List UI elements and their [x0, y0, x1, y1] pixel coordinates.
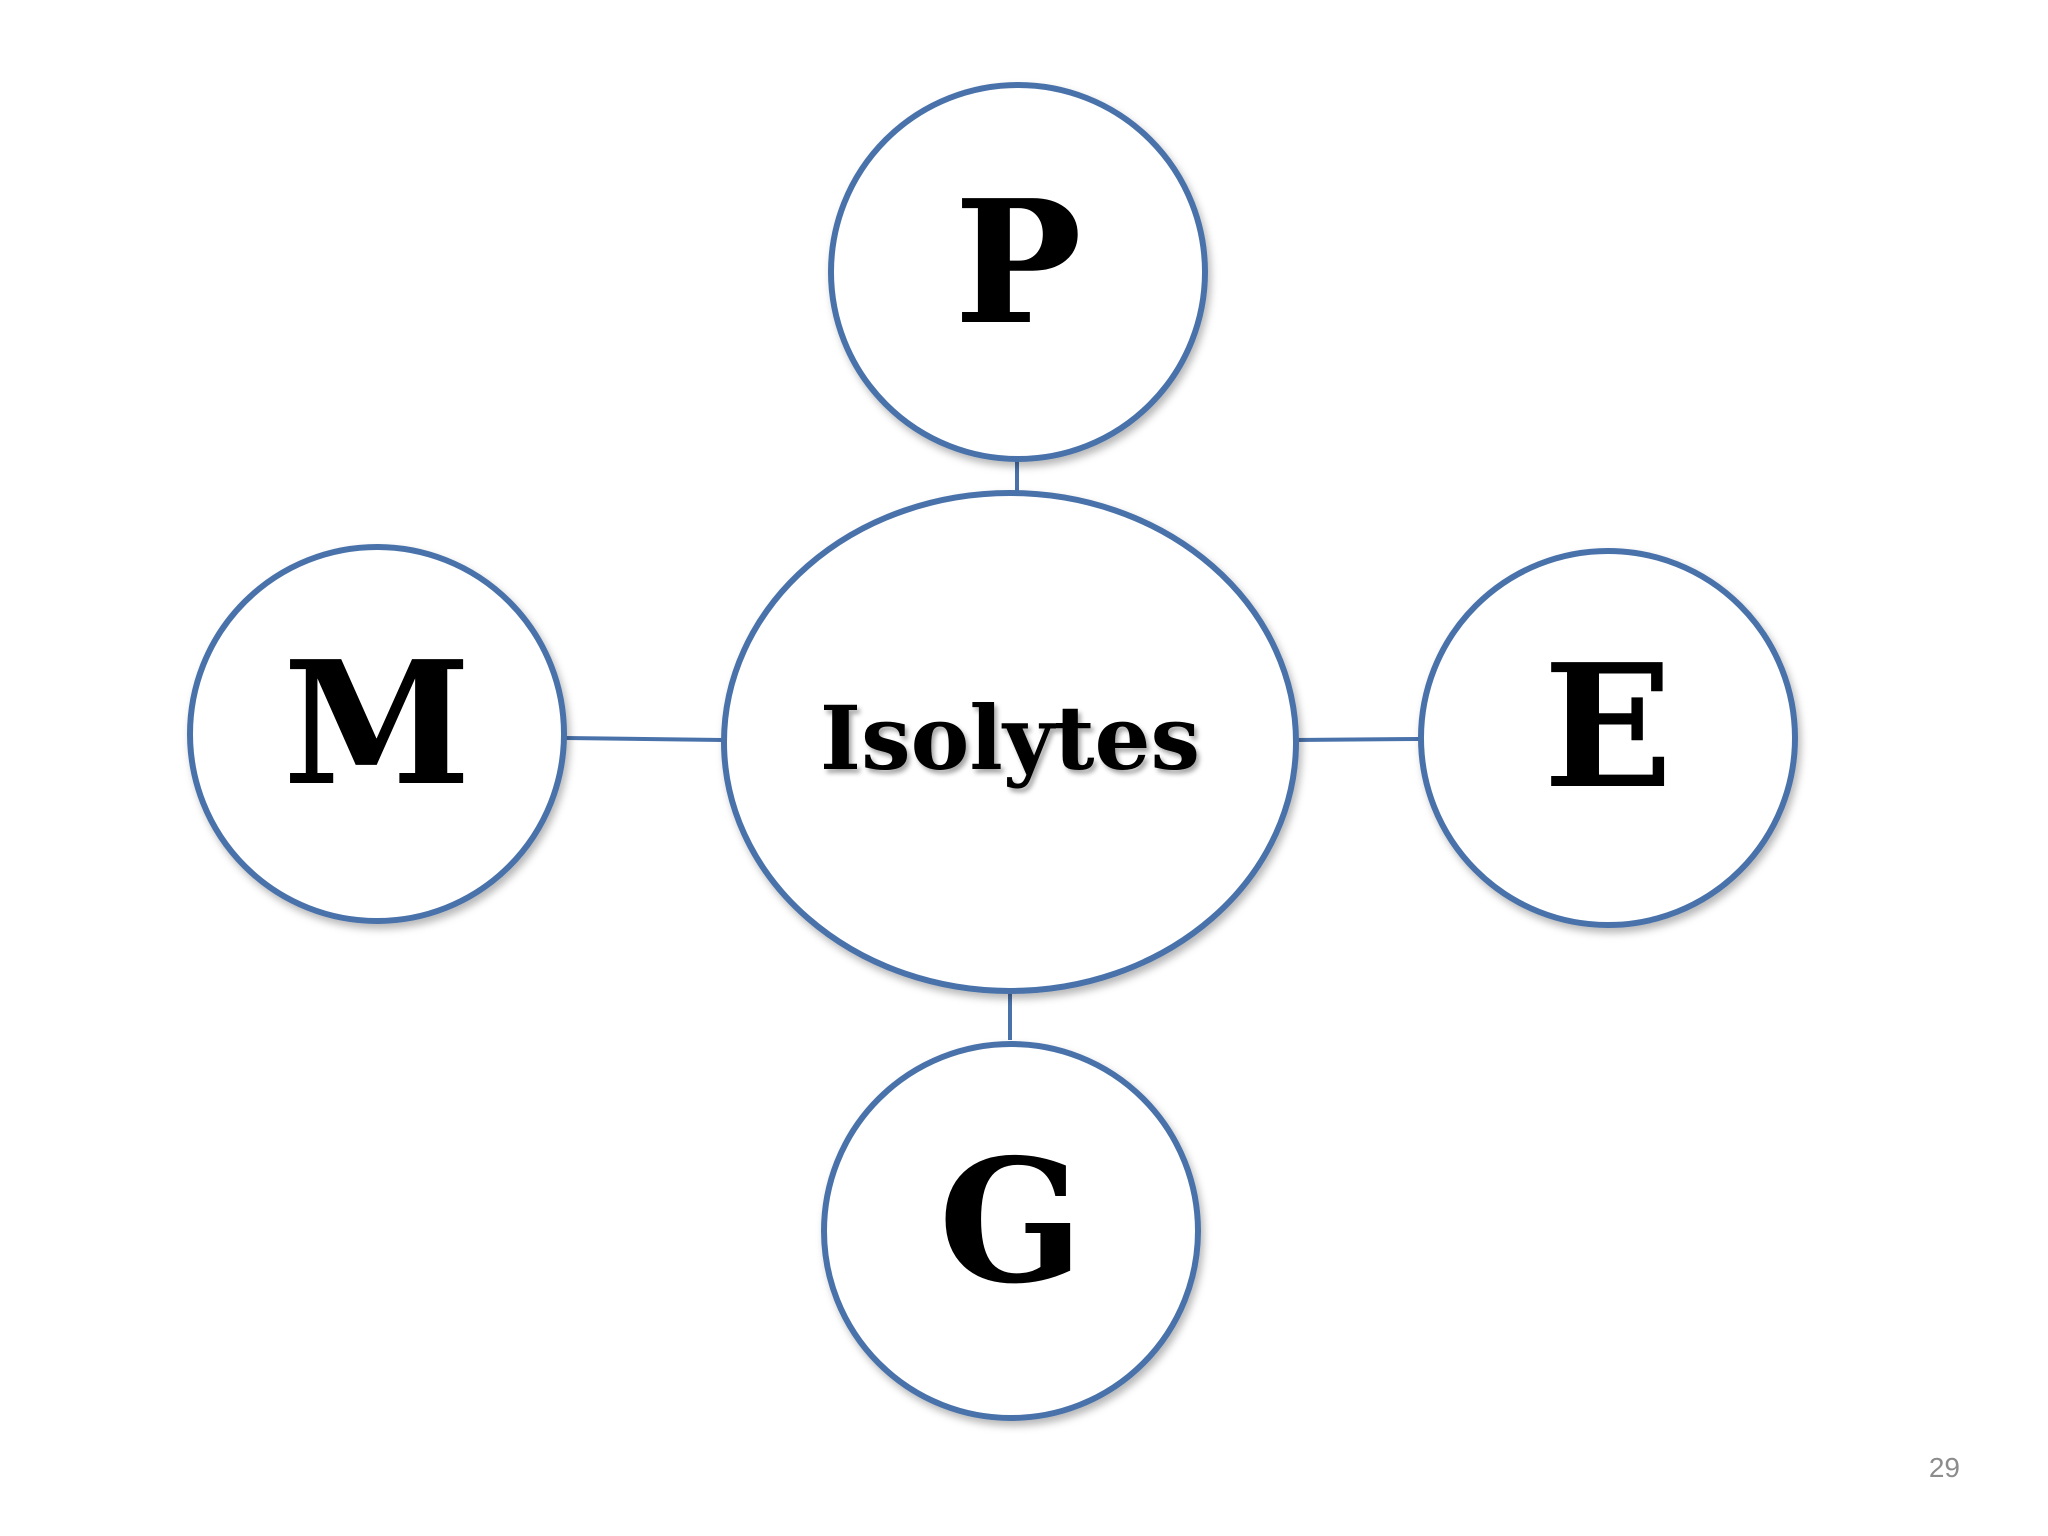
node-p-label: P	[954, 163, 1082, 363]
node-center-label: Isolytes	[820, 686, 1200, 790]
page-number: 29	[1928, 1452, 1960, 1483]
node-m-label: M	[283, 624, 471, 824]
node-m: M	[187, 544, 567, 924]
node-e-circle	[1418, 548, 1798, 928]
node-p-circle	[828, 82, 1208, 462]
node-e-label: E	[1543, 627, 1673, 827]
node-center-ellipse	[721, 490, 1299, 994]
connector-left	[565, 736, 724, 742]
node-g: G	[821, 1041, 1201, 1421]
node-g-circle	[821, 1041, 1201, 1421]
node-p: P	[828, 82, 1208, 462]
connector-right	[1293, 737, 1420, 742]
node-m-circle	[187, 544, 567, 924]
node-center: Isolytes	[721, 490, 1299, 994]
node-g-label: G	[938, 1122, 1083, 1322]
node-e: E	[1418, 548, 1798, 928]
